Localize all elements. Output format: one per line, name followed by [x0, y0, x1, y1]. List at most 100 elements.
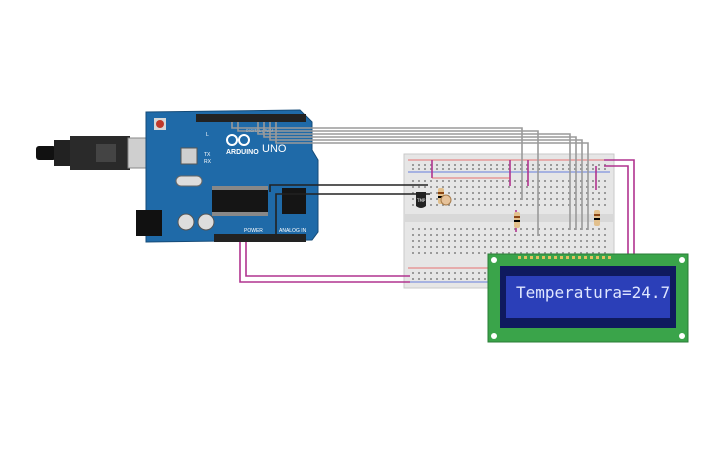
breadboard-hole [436, 240, 438, 242]
breadboard-hole [448, 272, 450, 274]
breadboard-hole [556, 246, 558, 248]
breadboard-hole [472, 204, 474, 206]
breadboard-hole [496, 240, 498, 242]
breadboard-hole [520, 234, 522, 236]
breadboard-hole [514, 228, 516, 230]
lcd-pin [554, 256, 557, 259]
breadboard-hole [598, 164, 600, 166]
breadboard-hole [544, 204, 546, 206]
wire-magenta-3 [604, 159, 635, 256]
breadboard-hole [538, 186, 540, 188]
breadboard-hole [436, 168, 438, 170]
breadboard-hole [502, 246, 504, 248]
lcd-pin [536, 256, 539, 259]
breadboard-hole [550, 234, 552, 236]
breadboard-hole [508, 164, 510, 166]
breadboard-hole [592, 240, 594, 242]
wire-magenta-4 [604, 165, 629, 256]
breadboard-hole [418, 168, 420, 170]
breadboard-hole [412, 168, 414, 170]
breadboard-hole [454, 186, 456, 188]
breadboard-hole [490, 180, 492, 182]
breadboard-hole [580, 234, 582, 236]
breadboard-hole [556, 252, 558, 254]
breadboard-hole [436, 204, 438, 206]
breadboard-hole [466, 234, 468, 236]
breadboard-hole [538, 246, 540, 248]
breadboard-hole [466, 164, 468, 166]
breadboard-hole [562, 240, 564, 242]
breadboard-hole [538, 164, 540, 166]
breadboard-hole [430, 252, 432, 254]
breadboard-hole [562, 234, 564, 236]
breadboard-hole [544, 164, 546, 166]
breadboard-hole [574, 234, 576, 236]
breadboard-hole [460, 246, 462, 248]
breadboard-hole [502, 192, 504, 194]
breadboard-hole [502, 204, 504, 206]
breadboard-hole [484, 228, 486, 230]
temperature-sensor: TMP [416, 192, 426, 208]
breadboard-hole [436, 278, 438, 280]
breadboard-hole [508, 252, 510, 254]
breadboard-hole [442, 164, 444, 166]
breadboard-hole [598, 252, 600, 254]
breadboard-hole [412, 180, 414, 182]
breadboard-hole [514, 252, 516, 254]
digital-header [196, 114, 306, 122]
breadboard-hole [460, 180, 462, 182]
breadboard-hole [436, 228, 438, 230]
breadboard-hole [454, 228, 456, 230]
breadboard-hole [526, 168, 528, 170]
breadboard-hole [412, 278, 414, 280]
breadboard-hole [550, 228, 552, 230]
breadboard-hole [580, 164, 582, 166]
breadboard-hole [502, 186, 504, 188]
breadboard-hole [514, 186, 516, 188]
brand-text: ARDUINO [226, 149, 259, 156]
breadboard-hole [454, 204, 456, 206]
led-l-label: L [206, 132, 209, 138]
breadboard-hole [586, 192, 588, 194]
lcd-pin [572, 256, 575, 259]
breadboard-hole [454, 192, 456, 194]
breadboard-hole [478, 168, 480, 170]
lcd-pin [596, 256, 599, 259]
breadboard-hole [580, 186, 582, 188]
breadboard-hole [592, 164, 594, 166]
breadboard-hole [502, 252, 504, 254]
breadboard-hole [442, 272, 444, 274]
breadboard-hole [430, 234, 432, 236]
breadboard-hole [520, 204, 522, 206]
lcd-pin [578, 256, 581, 259]
breadboard-hole [454, 164, 456, 166]
breadboard-hole [478, 278, 480, 280]
breadboard-hole [436, 272, 438, 274]
wire-gray-3 [257, 122, 571, 230]
wire-gray-1 [231, 122, 523, 200]
breadboard-hole [586, 186, 588, 188]
breadboard-hole [574, 246, 576, 248]
breadboard-hole [412, 246, 414, 248]
breadboard-hole [580, 198, 582, 200]
breadboard-hole [454, 246, 456, 248]
breadboard-hole [586, 240, 588, 242]
breadboard-hole [460, 278, 462, 280]
breadboard-hole [544, 252, 546, 254]
breadboard-hole [556, 186, 558, 188]
breadboard-hole [466, 186, 468, 188]
breadboard-hole [526, 192, 528, 194]
breadboard-hole [442, 204, 444, 206]
breadboard-hole [484, 272, 486, 274]
breadboard-hole [442, 278, 444, 280]
breadboard-hole [430, 198, 432, 200]
breadboard-hole [562, 192, 564, 194]
breadboard-hole [496, 234, 498, 236]
breadboard-hole [496, 228, 498, 230]
breadboard-hole [448, 204, 450, 206]
breadboard-hole [538, 240, 540, 242]
breadboard-hole [448, 180, 450, 182]
breadboard-hole [430, 246, 432, 248]
breadboard-hole [514, 198, 516, 200]
breadboard-hole [604, 228, 606, 230]
